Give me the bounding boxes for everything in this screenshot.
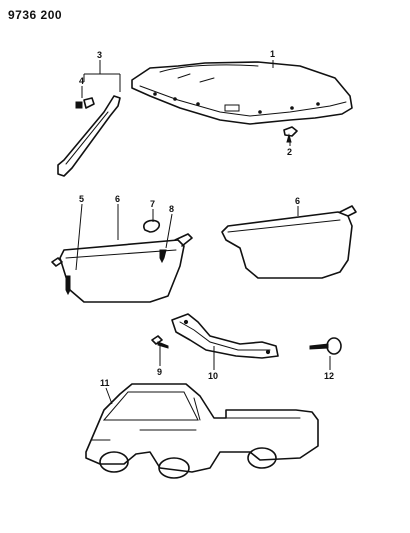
visor-clip-left (51, 257, 63, 267)
callout-7: 7 (150, 199, 155, 209)
screw-with-cover (309, 337, 342, 355)
callout-9: 9 (157, 367, 162, 377)
callout-5: 5 (79, 194, 84, 204)
pickup-truck (85, 383, 319, 479)
callout-3: 3 (97, 50, 102, 60)
callout-4: 4 (79, 76, 84, 86)
callout-2: 2 (287, 147, 292, 157)
pillar-trim (57, 95, 121, 177)
callout-8: 8 (169, 204, 174, 214)
callout-12: 12 (324, 371, 334, 381)
callout-11: 11 (100, 378, 110, 388)
leader-lines (75, 60, 331, 405)
visor-holder-clip (143, 219, 161, 233)
document-number: 9736 200 (8, 8, 63, 22)
sun-visor-left (59, 239, 185, 303)
headliner-panel (131, 61, 353, 125)
visor-screw-right (159, 249, 167, 264)
callout-6-left: 6 (115, 194, 120, 204)
visor-pivot-rod (174, 233, 193, 247)
callout-10: 10 (208, 371, 218, 381)
callout-6-right: 6 (295, 196, 300, 206)
callout-1: 1 (270, 49, 275, 59)
visor-screw-left (65, 275, 71, 296)
assist-grip-handle (171, 313, 279, 359)
sun-visor-right (221, 205, 357, 279)
grip-screw (151, 335, 169, 349)
pillar-screw (75, 97, 95, 109)
